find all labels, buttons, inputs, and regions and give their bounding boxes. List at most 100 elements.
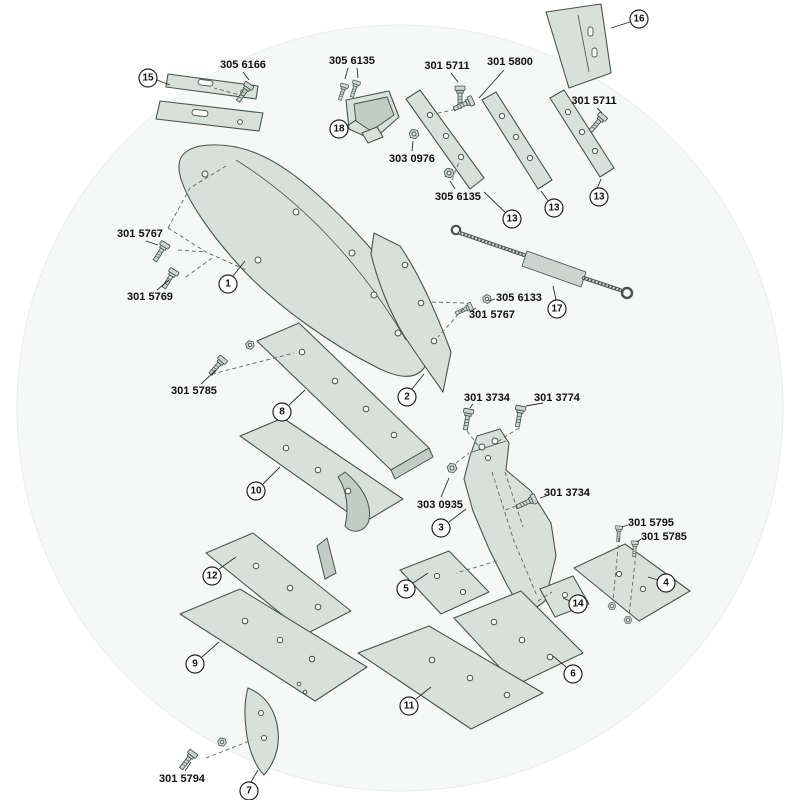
part-number-label: 301 3734: [464, 392, 511, 404]
bolt-hole: [526, 154, 534, 162]
part-13-strip-c: [549, 89, 615, 178]
part-number-label: 301 5785: [171, 385, 217, 397]
bolt-hole: [485, 455, 491, 461]
part-13-strip-b: [481, 91, 553, 190]
callout-number: 17: [551, 304, 563, 315]
bolt-hole: [276, 636, 284, 644]
callout-number: 13: [506, 214, 518, 225]
callout-number: 10: [250, 486, 262, 497]
nut-landside-b: [623, 616, 633, 624]
part-11-share: [357, 625, 544, 730]
callout-15: 15: [138, 68, 171, 88]
bolt-hole: [370, 291, 378, 299]
callout-1: 1: [218, 260, 246, 294]
part-number-label: 301 5769: [127, 291, 173, 303]
callout-4: 4: [647, 573, 676, 593]
dashed-guide-line: [455, 560, 498, 574]
bolt-hole: [518, 636, 526, 644]
part-number-label: 301 5711: [571, 95, 616, 107]
leader-line: [596, 107, 603, 114]
leader-line: [469, 403, 474, 409]
callout-number: 6: [570, 669, 576, 680]
callout-number: 9: [192, 659, 198, 670]
leader-line: [488, 298, 496, 302]
bolt-hole: [564, 108, 572, 116]
callout-number: 11: [404, 701, 415, 712]
leader-line: [145, 240, 159, 246]
part-number-label: 301 5800: [487, 56, 533, 68]
callout-9: 9: [185, 641, 220, 674]
part-17-turnbuckle: [450, 224, 634, 300]
assembly-guides: [177, 87, 637, 759]
dashed-guide-line: [496, 427, 520, 443]
bolt-hole: [433, 572, 441, 580]
label-leaders: [145, 67, 642, 772]
slot-hole: [587, 26, 594, 37]
bolt-hole: [252, 562, 260, 570]
callout-10: 10: [246, 466, 281, 501]
slot-hole: [191, 108, 209, 118]
part-10-share: [239, 417, 404, 532]
bolt-hole: [430, 337, 438, 345]
part-9-share: [179, 588, 368, 702]
part-3-frog: [463, 428, 557, 617]
bolt-hole: [562, 592, 568, 598]
leader-line: [539, 495, 547, 499]
bolt-hole: [282, 444, 290, 452]
bolt-hole: [394, 329, 402, 337]
bolt-hole: [639, 585, 647, 593]
dashed-guide-line: [437, 308, 464, 338]
bolt-hole: [457, 153, 465, 161]
dashed-guide-line: [211, 352, 295, 375]
leader-line: [356, 67, 359, 79]
callout-12: 12: [202, 556, 237, 586]
part-12-share: [205, 532, 352, 635]
part-18-bracket: [345, 90, 400, 144]
leader-line: [440, 477, 450, 498]
part-number-label: 303 0976: [389, 153, 435, 165]
dashed-guide-line: [537, 591, 553, 602]
hidden-edge-line: [491, 471, 538, 597]
bolt-hole: [546, 653, 554, 661]
dashed-guide-line: [213, 87, 245, 97]
bolt-hole: [261, 735, 267, 741]
leader-line: [242, 71, 250, 81]
callout-number: 5: [403, 584, 409, 595]
dashed-guide-line: [628, 553, 637, 616]
dashed-guide-line: [429, 301, 465, 304]
bolt-hole: [362, 405, 370, 413]
callout-13-a: 13: [483, 191, 522, 229]
bolt-hole: [201, 170, 209, 178]
part-1-moldboard: [167, 144, 429, 377]
bolt-hole: [331, 377, 339, 385]
callout-number: 12: [206, 571, 218, 582]
callout-16: 16: [610, 9, 649, 29]
callout-6: 6: [552, 655, 583, 684]
callout-2: 2: [397, 373, 425, 407]
part-number-label: 301 5711: [424, 60, 469, 72]
leader-line: [344, 67, 349, 80]
part-number-label: 301 5794: [159, 773, 206, 785]
bolt-hole: [286, 584, 294, 592]
dashed-guide-line: [612, 537, 620, 602]
bolt-hole: [442, 132, 450, 140]
bolt-hole: [296, 681, 302, 687]
part-number-label: 301 5795: [628, 517, 674, 529]
bolt-301-5794: [176, 748, 199, 773]
leader-line: [200, 369, 217, 385]
bolt-hole: [237, 119, 243, 125]
bolt-hole: [498, 112, 506, 120]
bolt-hole: [512, 133, 520, 141]
callout-number: 16: [633, 14, 645, 25]
bolt-hole: [302, 689, 308, 695]
dashed-guide-line: [205, 739, 253, 759]
bolt-hole: [308, 655, 316, 663]
part-7-knife: [244, 687, 279, 776]
leader-line: [449, 180, 456, 190]
callout-17: 17: [547, 285, 567, 319]
bolt-hole: [401, 261, 409, 269]
part-number-label: 305 6135: [329, 55, 375, 67]
part-number-labels: 305 6166 305 6135 301 5711 301 5800 303 …: [117, 55, 687, 785]
bolt-hole: [314, 603, 322, 611]
callout-number: 3: [438, 523, 444, 534]
